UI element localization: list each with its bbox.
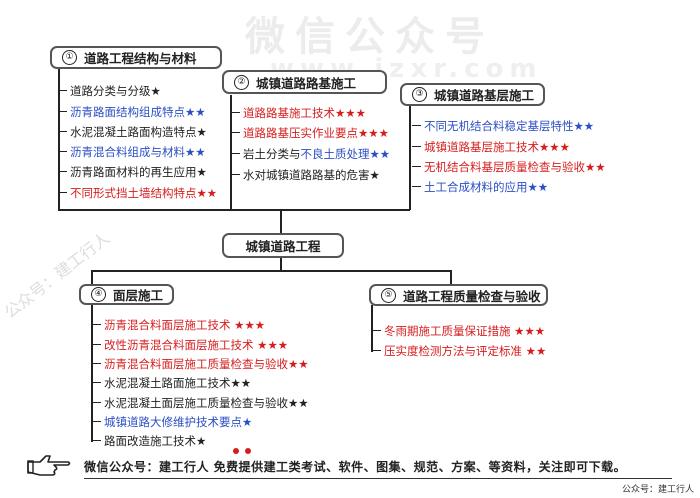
footer-divider [84, 478, 672, 479]
connector [280, 209, 282, 233]
topic-item: 城镇道路大修维护技术要点★ [91, 415, 253, 429]
connector [450, 270, 452, 286]
topic-item: 改性沥青混合料面层施工技术 ★★★ [91, 338, 289, 352]
topic-item: 路面改造施工技术★ [91, 434, 207, 448]
topic-item: 水泥混凝土路面构造特点★ [58, 125, 207, 139]
highlight-dot [233, 448, 239, 454]
section-3-title: 城镇道路基层施工 [434, 88, 535, 103]
highlight-dot [245, 448, 251, 454]
topic-item: 道路路基压实作业要点★★★ [231, 126, 389, 140]
topic-item: 岩土分类与不良土质处理★★ [230, 147, 391, 161]
topic-item: 不同形式挡土墙结构特点★★ [57, 186, 218, 200]
section-1-box: ① 道路工程结构与材料 [50, 46, 222, 69]
section-5-number: ⑤ [381, 287, 396, 303]
topic-item: 不同无机结合料稳定基层特性★★ [411, 119, 595, 133]
topic-item: 土工合成材料的应用★★ [411, 180, 549, 194]
connector [91, 270, 451, 272]
topic-item: 冬雨期施工质量保证措施 ★★★ [371, 324, 546, 338]
pointing-hand-icon [27, 455, 71, 476]
section-5-box: ⑤ 道路工程质量检查与验收 [369, 284, 548, 306]
center-box: 城镇道路工程 [222, 233, 344, 258]
topic-item: 城镇道路基层施工技术★★★ [412, 140, 570, 154]
topic-item: 无机结合料基层质量检查与验收★★ [412, 160, 606, 174]
section-4-number: ④ [91, 287, 106, 302]
topic-item-highlight: 不良土质处理★★ [300, 147, 391, 161]
topic-item: 沥青路面材料的再生应用★ [58, 165, 207, 179]
connector [230, 95, 232, 210]
connector [280, 257, 282, 271]
connector [371, 305, 373, 352]
connector [91, 270, 93, 286]
topic-item-part: 岩土分类与 [243, 147, 301, 161]
topic-item: 水泥混凝土面层施工质量检查与验收★★ [92, 396, 309, 410]
topic-item: 沥青路面结构组成特点★★ [58, 105, 206, 119]
connector [91, 305, 93, 442]
topic-item: 道路路基施工技术★★★ [231, 106, 366, 120]
section-3-box: ③ 城镇道路基层施工 [400, 83, 545, 106]
section-2-number: ② [234, 74, 249, 90]
section-1-number: ① [62, 50, 77, 65]
topic-item: 道路分类与分级★ [58, 84, 161, 98]
watermark-diagonal: 公众号：建工行人 [0, 228, 114, 323]
section-3-number: ③ [412, 87, 427, 102]
topic-item: 水泥混凝土路面施工技术★★ [91, 376, 252, 390]
topic-item: 沥青混合料面层施工质量检查与验收★★ [92, 357, 309, 371]
connector [409, 106, 411, 210]
watermark-title: 微信公众号 [245, 14, 495, 60]
section-1-title: 道路工程结构与材料 [84, 51, 197, 66]
section-4-title: 面层施工 [113, 288, 164, 303]
section-4-box: ④ 面层施工 [79, 284, 174, 305]
connector [58, 68, 60, 210]
topic-item: 沥青混合料面层施工技术 ★★★ [91, 318, 266, 332]
footer-text: 微信公众号：建工行人 免费提供建工类考试、软件、图集、规范、方案、等资料，关注即… [84, 460, 627, 474]
topic-item: 沥青混合料组成与材料★★ [58, 145, 206, 159]
section-2-box: ② 城镇道路路基施工 [222, 70, 387, 94]
connector [58, 209, 410, 211]
topic-item: 压实度检测方法与评定标准 ★★ [371, 344, 547, 358]
credit-label: 公众号：建工行人 [621, 485, 694, 495]
section-2-title: 城镇道路路基施工 [256, 75, 357, 91]
topic-item: 水对城镇道路路基的危害★ [231, 168, 380, 182]
section-5-title: 道路工程质量检查与验收 [403, 288, 541, 304]
center-title: 城镇道路工程 [245, 239, 321, 254]
